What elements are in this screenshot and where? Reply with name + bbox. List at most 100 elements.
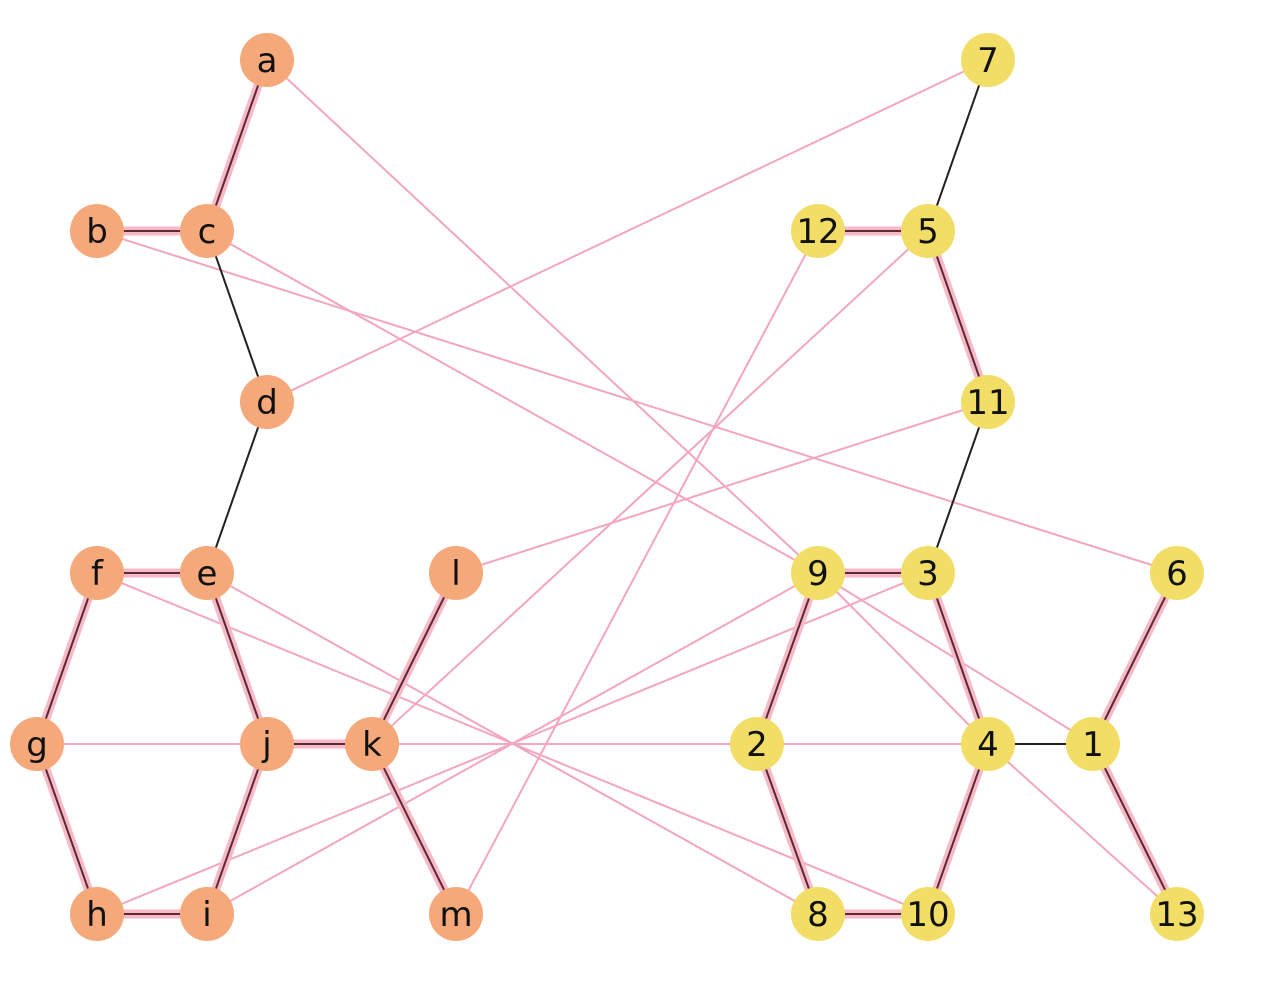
node-circle (70, 204, 124, 258)
cross-edge-b-6 (96, 230, 1178, 574)
node-circle (791, 204, 845, 258)
cross-edge-c-9 (206, 230, 819, 574)
node-8: 8 (791, 887, 845, 941)
highlighted-edges (32, 58, 1182, 919)
node-11: 11 (961, 375, 1015, 429)
node-circle (70, 887, 124, 941)
node-circle (1066, 717, 1120, 771)
node-circle (791, 546, 845, 600)
edge-11-3 (927, 401, 989, 574)
node-7: 7 (961, 33, 1015, 87)
edge-7-5 (927, 59, 989, 232)
cross-edge-11-l (455, 401, 989, 574)
node-label: 8 (807, 895, 829, 935)
cross-edge-5-k (371, 230, 929, 745)
cross-edge-a-9 (266, 59, 819, 574)
edge-e-j (206, 572, 268, 745)
edge-i-j (206, 743, 268, 915)
node-label: j (261, 725, 271, 765)
node-circle (1150, 546, 1204, 600)
node-circle (791, 887, 845, 941)
node-1: 1 (1066, 717, 1120, 771)
node-circle (240, 375, 294, 429)
edge-k-m (371, 743, 457, 915)
cross-edge-d-7 (266, 59, 989, 403)
node-10: 10 (901, 887, 955, 941)
node-label: c (198, 212, 217, 252)
node-circle (1150, 887, 1204, 941)
node-m: m (429, 887, 483, 941)
node-a: a (240, 33, 294, 87)
node-circle (10, 717, 64, 771)
node-e: e (180, 546, 234, 600)
node-i: i (180, 887, 234, 941)
node-label: 12 (796, 212, 839, 252)
node-f: f (70, 546, 124, 600)
node-label: 1 (1082, 725, 1104, 765)
edge-a-c (206, 59, 268, 232)
node-label: 13 (1155, 895, 1198, 935)
node-b: b (70, 204, 124, 258)
node-circle (901, 204, 955, 258)
node-c: c (180, 204, 234, 258)
node-circle (961, 33, 1015, 87)
cross-edge-12-m (455, 230, 819, 915)
edge-1-13 (1092, 743, 1178, 915)
node-j: j (240, 717, 294, 771)
node-9: 9 (791, 546, 845, 600)
node-label: 6 (1166, 554, 1188, 594)
node-label: h (86, 895, 108, 935)
node-13: 13 (1150, 887, 1204, 941)
node-label: g (26, 725, 48, 765)
node-l: l (429, 546, 483, 600)
node-label: k (362, 725, 382, 765)
node-circle (961, 717, 1015, 771)
node-label: 11 (966, 383, 1009, 423)
node-3: 3 (901, 546, 955, 600)
edge-f-g (36, 572, 98, 745)
node-label: e (197, 554, 218, 594)
node-5: 5 (901, 204, 955, 258)
edge-9-2 (756, 572, 819, 745)
edge-g-h (36, 743, 98, 915)
node-label: 2 (746, 725, 768, 765)
node-label: m (439, 895, 472, 935)
node-circle (730, 717, 784, 771)
edge-k-l (371, 572, 457, 745)
plain-edges (206, 59, 1093, 745)
node-6: 6 (1150, 546, 1204, 600)
cross-edge-9-4 (817, 572, 989, 745)
cross-edge-4-13 (987, 743, 1178, 915)
node-label: l (451, 554, 460, 594)
edge-5-11 (927, 230, 989, 403)
node-circle (901, 546, 955, 600)
node-k: k (345, 717, 399, 771)
node-circle (180, 204, 234, 258)
edge-c-d (206, 230, 268, 403)
node-label: f (91, 554, 104, 594)
node-label: a (257, 41, 278, 81)
cross-edges (37, 59, 1178, 915)
node-4: 4 (961, 717, 1015, 771)
node-circle (901, 887, 955, 941)
node-label: 3 (917, 554, 939, 594)
node-circle (429, 887, 483, 941)
node-label: 4 (977, 725, 999, 765)
edge-2-8 (756, 743, 819, 915)
edge-10-4 (927, 743, 989, 915)
node-circle (429, 546, 483, 600)
node-label: i (202, 895, 211, 935)
node-circle (70, 546, 124, 600)
node-label: 9 (807, 554, 829, 594)
nodes: a b c d e f g h i j k l m 7 12 5 11 9 3 6 2 4 1 8 10 13 (10, 33, 1204, 941)
node-12: 12 (791, 204, 845, 258)
node-circle (180, 546, 234, 600)
node-d: d (240, 375, 294, 429)
edge-3-4 (927, 572, 989, 745)
edge-d-e (206, 401, 268, 574)
node-label: 10 (906, 895, 949, 935)
node-label: b (86, 212, 108, 252)
node-label: 7 (977, 41, 999, 81)
edge-6-1 (1092, 572, 1178, 745)
